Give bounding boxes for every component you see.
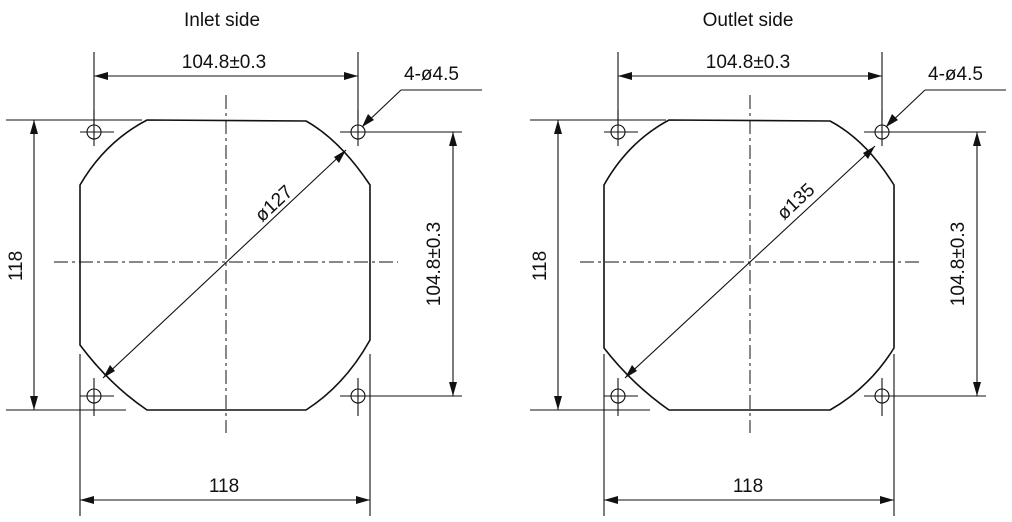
outlet-diameter-label: ø135 (773, 180, 819, 225)
inlet-mounting-holes (80, 110, 462, 416)
inlet-outer-height-label: 118 (6, 251, 27, 281)
inlet-hole-top-left (80, 110, 114, 146)
inlet-hole-spec-label: 4-ø4.5 (404, 64, 459, 85)
inlet-top-pitch-dimension: 104.8±0.3 (93, 52, 359, 126)
outlet-hole-bottom-left (604, 378, 638, 416)
outlet-title: Outlet side (703, 10, 794, 31)
outlet-panel: Outlet side (530, 10, 1006, 516)
outlet-hole-bottom-right (864, 378, 986, 416)
outlet-vertical-pitch-dimension: 104.8±0.3 (948, 132, 981, 396)
inlet-outer-width-label: 118 (209, 476, 239, 497)
outlet-outer-height-dimension: 118 (530, 119, 666, 411)
outlet-hole-top-left (604, 110, 638, 146)
outlet-cutout-outline (603, 119, 895, 411)
outlet-vertical-pitch-label: 104.8±0.3 (948, 222, 969, 306)
outlet-top-pitch-label: 104.8±0.3 (706, 52, 790, 73)
inlet-title: Inlet side (184, 10, 260, 31)
outlet-outer-width-dimension: 118 (603, 354, 895, 516)
outlet-outer-width-label: 118 (733, 476, 763, 497)
outlet-outer-height-label: 118 (530, 251, 551, 281)
inlet-vertical-pitch-dimension: 104.8±0.3 (424, 132, 457, 396)
inlet-hole-spec-callout: 4-ø4.5 (361, 64, 482, 128)
inlet-diameter-dimension: ø127 (102, 149, 347, 379)
inlet-panel: Inlet side (6, 10, 482, 516)
outlet-top-pitch-dimension: 104.8±0.3 (617, 52, 883, 126)
outlet-hole-spec-label: 4-ø4.5 (928, 64, 983, 85)
inlet-vertical-pitch-label: 104.8±0.3 (424, 222, 445, 306)
outlet-mounting-holes (604, 110, 986, 416)
inlet-cutout-outline (79, 119, 371, 411)
inlet-hole-bottom-right (340, 378, 462, 416)
inlet-diameter-label: ø127 (251, 182, 297, 227)
inlet-top-pitch-label: 104.8±0.3 (182, 52, 266, 73)
inlet-outer-width-dimension: 118 (79, 354, 371, 516)
outlet-hole-spec-callout: 4-ø4.5 (885, 64, 1006, 128)
inlet-outer-height-dimension: 118 (6, 119, 142, 411)
